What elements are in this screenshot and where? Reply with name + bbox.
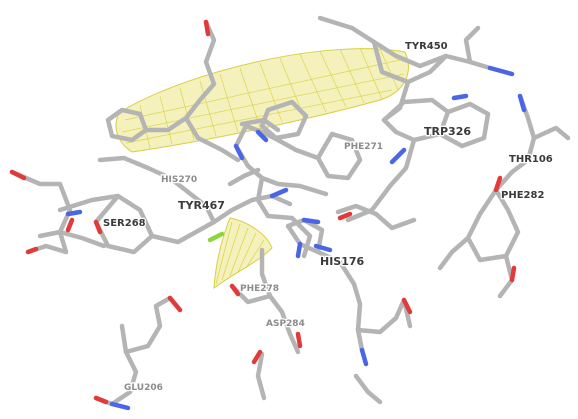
hydrophobic-surface-bottom — [213, 217, 273, 290]
residue-labels: TYR450 TRP326 THR106 PHE282 HIS270 TYR46… — [102, 40, 554, 394]
residue-label-phe278: PHE278 — [240, 284, 279, 294]
oxygen-atoms — [9, 19, 517, 405]
residue-label-ser268: SER268 — [103, 218, 146, 229]
residue-label-phe282: PHE282 — [501, 190, 544, 201]
carbon-bonds — [9, 15, 571, 407]
residue-label-asp284: ASP284 — [266, 319, 305, 329]
residue-label-tyr467: TYR467 — [178, 199, 225, 212]
residue-label-his176: HIS176 — [320, 255, 365, 268]
residue-label-tyr450: TYR450 — [405, 41, 448, 52]
nitrogen-atoms — [65, 65, 527, 411]
residue-label-phe271: PHE271 — [344, 142, 383, 152]
residue-label-thr106: THR106 — [509, 154, 553, 165]
residue-label-trp326: TRP326 — [424, 125, 471, 138]
residue-label-glu206: GLU206 — [124, 383, 163, 393]
residue-label-his270: HIS270 — [161, 175, 197, 185]
fluorine-atoms — [207, 231, 225, 243]
